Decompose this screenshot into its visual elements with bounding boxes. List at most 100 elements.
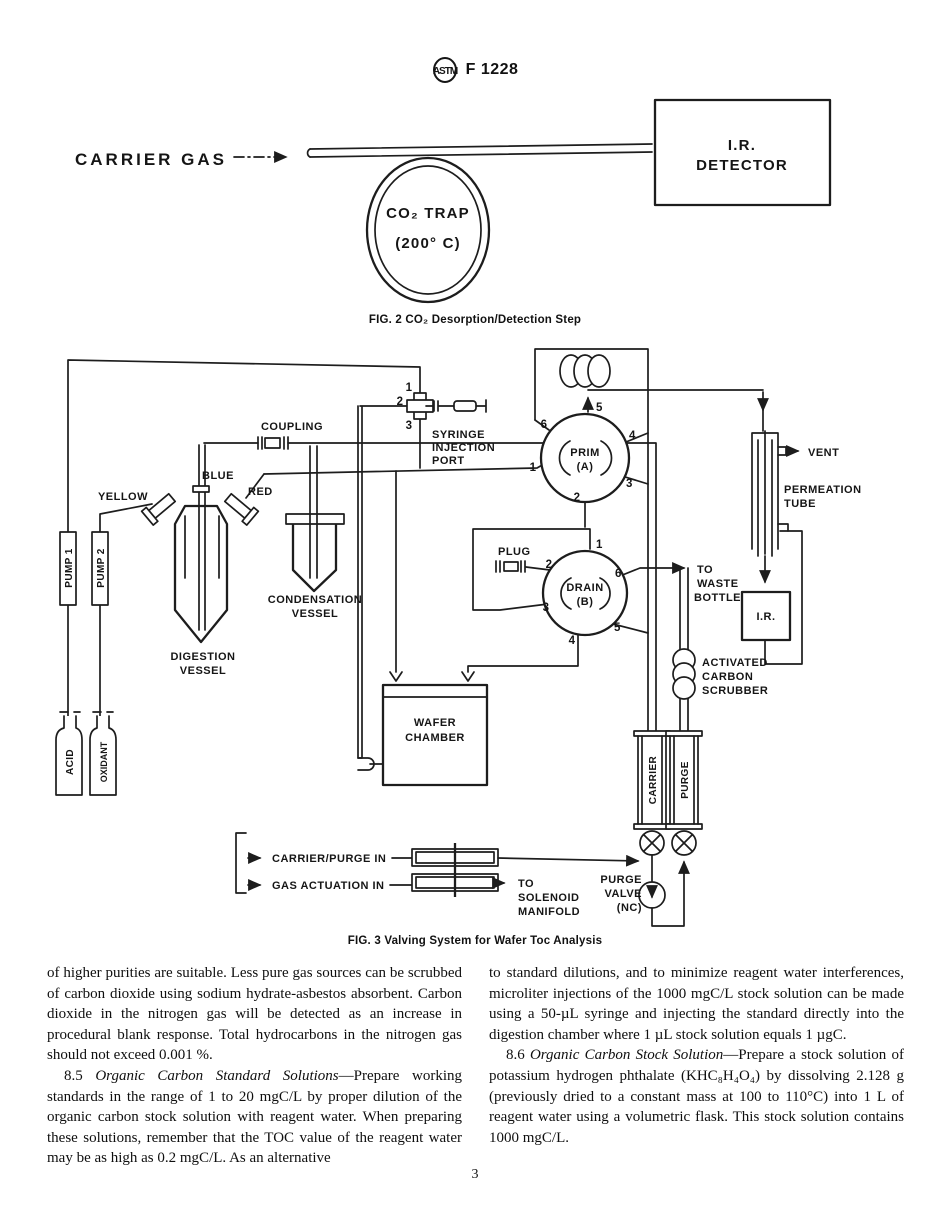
- syringe-port-1: 1: [406, 382, 413, 394]
- purge-valve-nc: PURGE VALVE (NC): [600, 854, 690, 927]
- astm-logo-text: ASTM: [432, 66, 457, 77]
- oxidant-bottle: OXIDANT: [89, 711, 117, 796]
- wafer-label-2: CHAMBER: [405, 732, 465, 744]
- drain-label-2: (B): [577, 596, 594, 608]
- carbon-scrubber: ACTIVATED CARBON SCRUBBER: [672, 648, 768, 700]
- plug: PLUG: [495, 546, 531, 573]
- plumbing-lines: [67, 348, 769, 771]
- prim-label-2: (A): [577, 461, 594, 473]
- prim-port-4: 4: [629, 430, 636, 442]
- prim-valve: PRIM (A) 1 2 3 4 5 6: [530, 402, 636, 504]
- condensation-vessel: CONDENSATION VESSEL: [268, 445, 362, 620]
- solenoid-label-2: SOLENOID: [518, 892, 579, 904]
- pump1-label: PUMP 1: [64, 548, 75, 587]
- page-header: ASTM F 1228: [0, 57, 950, 83]
- pump2-label: PUMP 2: [96, 548, 107, 587]
- digestion-vessel: YELLOW BLUE RED DIGESTION VESSEL: [98, 444, 273, 677]
- prim-label-1: PRIM: [570, 447, 600, 459]
- left-column: of higher purities are suitable. Less pu…: [47, 963, 462, 1169]
- carrier-tube: CARRIER: [633, 730, 671, 830]
- wafer-label-1: WAFER: [414, 717, 456, 729]
- purge-valve-label-1: PURGE: [600, 874, 642, 886]
- syringe-port-3: 3: [406, 420, 412, 432]
- scrubber-label-3: SCRUBBER: [702, 685, 768, 697]
- section-text: —Prepare a stock solution of potassium h…: [489, 1047, 904, 1146]
- drain-port-1: 1: [596, 539, 603, 551]
- acid-bottle: ACID: [55, 711, 83, 796]
- purge-shutoff-valve: [671, 830, 697, 856]
- gas-actuation-in-label: GAS ACTUATION IN: [272, 880, 385, 892]
- condensation-label-1: CONDENSATION: [268, 594, 362, 606]
- section-title: Organic Carbon Stock Solution: [529, 1047, 724, 1064]
- prim-port-6: 6: [541, 419, 547, 431]
- prim-port-5: 5: [596, 402, 603, 414]
- section-text: —Prepare working standards in the range …: [47, 1067, 462, 1167]
- prim-port-1: 1: [530, 462, 537, 474]
- body-text: of higher purities are suitable. Less pu…: [47, 963, 905, 1169]
- red-label: RED: [248, 486, 273, 498]
- carrier-tube: [306, 143, 653, 158]
- permeation-tube: VENT PERMEATION TUBE: [751, 430, 862, 665]
- co2-trap: CO₂ TRAP (200° C): [365, 156, 491, 304]
- fig2-caption: FIG. 2 CO₂ Desorption/Detection Step: [368, 314, 582, 326]
- co2-trap-label-2: (200° C): [395, 235, 461, 252]
- paragraph-continuation: of higher purities are suitable. Less pu…: [47, 965, 462, 1064]
- carrier-purge-in-label: CARRIER/PURGE IN: [272, 853, 386, 865]
- ir-detector-label-2: DETECTOR: [696, 157, 788, 174]
- waste-label-3: BOTTLE: [694, 592, 741, 604]
- yellow-fitting: [140, 492, 177, 526]
- prim-port-2: 2: [574, 492, 580, 504]
- drain-valve: DRAIN (B) 1 2 3 4 5 6: [541, 539, 629, 647]
- pump1: PUMP 1: [59, 531, 77, 606]
- ir-detector-box: I.R. DETECTOR: [653, 98, 832, 207]
- purge-valve-label-3: (NC): [617, 902, 642, 914]
- fig2-diagram: CARRIER GAS CO₂ TRAP (200° C) I.R. DETEC…: [75, 98, 832, 304]
- waste-bottle-label: TO WASTE BOTTLE: [694, 564, 741, 604]
- drain-port-5: 5: [614, 622, 621, 634]
- ir-box: I.R.: [740, 590, 792, 642]
- permeation-label-1: PERMEATION: [784, 484, 862, 496]
- inlet-assembly: CARRIER/PURGE IN GAS ACTUATION IN TO SOL…: [235, 832, 640, 918]
- solenoid-label-3: MANIFOLD: [518, 906, 580, 918]
- pump2: PUMP 2: [91, 531, 109, 606]
- astm-logo-icon: ASTM: [432, 57, 458, 83]
- scrubber-label-2: CARBON: [702, 671, 753, 683]
- purge-tube: PURGE: [665, 730, 703, 830]
- digestion-label-2: VESSEL: [180, 665, 226, 677]
- ir-detector-label-1: I.R.: [728, 137, 756, 154]
- section-number: 8.6: [506, 1047, 525, 1064]
- syringe-label-2: INJECTION: [432, 442, 495, 454]
- waste-label-2: WASTE: [697, 578, 739, 590]
- drain-port-4: 4: [569, 635, 576, 647]
- right-column: to standard dilutions, and to minimize r…: [489, 963, 904, 1169]
- purge-label: PURGE: [680, 761, 691, 799]
- fig3-caption: FIG. 3 Valving System for Wafer Toc Anal…: [347, 935, 603, 947]
- waste-label-1: TO: [697, 564, 713, 576]
- section-number: 8.5: [64, 1067, 83, 1084]
- condensation-label-2: VESSEL: [292, 608, 338, 620]
- purge-valve-label-2: VALVE: [604, 888, 642, 900]
- yellow-label: YELLOW: [98, 491, 148, 503]
- plug-label: PLUG: [498, 546, 531, 558]
- standard-code: F 1228: [465, 61, 519, 78]
- drain-label-1: DRAIN: [566, 582, 603, 594]
- section-8-5: 8.5 Organic Carbon Standard Solutions—Pr…: [47, 1066, 462, 1169]
- co2-trap-label-1: CO₂ TRAP: [386, 205, 470, 222]
- paragraph-continuation: to standard dilutions, and to minimize r…: [489, 965, 904, 1043]
- page-number: 3: [471, 1167, 479, 1182]
- prim-port-3: 3: [626, 478, 632, 490]
- vent-label: VENT: [808, 447, 839, 459]
- digestion-label-1: DIGESTION: [170, 651, 235, 663]
- syringe-port-2: 2: [397, 396, 403, 408]
- acid-label: ACID: [65, 749, 76, 775]
- drain-port-2: 2: [546, 559, 552, 571]
- syringe-label-1: SYRINGE: [432, 429, 485, 441]
- drain-port-6: 6: [615, 568, 621, 580]
- syringe-injection-port: 1 2 3 SYRINGE INJECTION PORT: [397, 382, 495, 467]
- syringe-label-3: PORT: [432, 455, 465, 467]
- carrier-shutoff-valve: [639, 830, 665, 856]
- blue-cap: [192, 485, 210, 493]
- sample-loop-coil: [559, 354, 611, 388]
- permeation-label-2: TUBE: [784, 498, 816, 510]
